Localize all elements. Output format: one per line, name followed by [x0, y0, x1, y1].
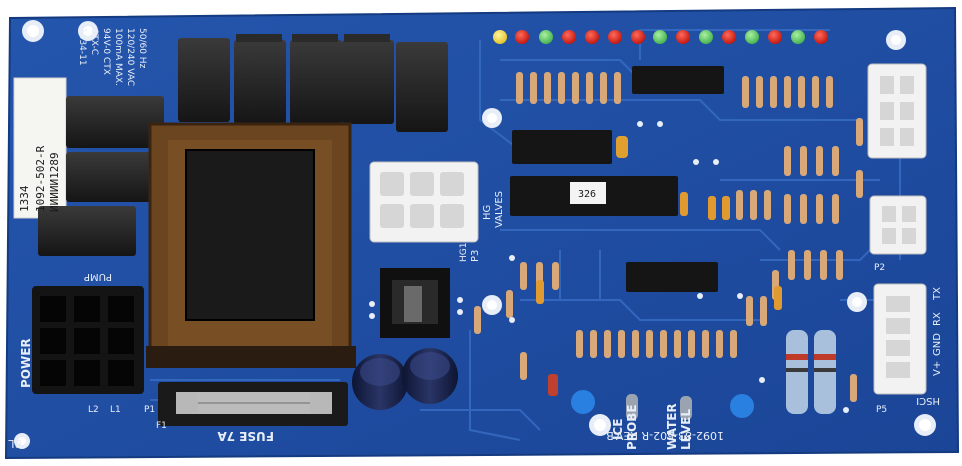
solder-pads — [369, 121, 849, 413]
power-resistors — [786, 330, 836, 414]
electrolytic-capacitors — [352, 348, 458, 410]
resistors-upper-right — [742, 76, 833, 108]
hg1-label: HG1 — [459, 243, 469, 262]
relay-column-left — [38, 96, 164, 256]
p2-label: P2 — [874, 263, 885, 273]
resistors-right-column — [784, 118, 863, 224]
silkscreen-labels: FUSE 7A POWER PUMP HG VALVES P3 HG1 HSCI… — [7, 191, 943, 450]
f1-label: F1 — [156, 421, 167, 431]
rx-label: RX — [932, 312, 943, 326]
sticker-text: 1334 1092-502-R ИИИИИ1289 — [18, 145, 61, 212]
mounting-holes — [14, 20, 936, 449]
svg-text:120/240 VAC: 120/240 VAC — [125, 28, 135, 86]
pump-label: PUMP — [84, 271, 112, 282]
ice-label: ICE — [611, 419, 625, 440]
svg-text:1092-502-R: 1092-502-R — [34, 145, 47, 212]
svg-text:100mA MAX.: 100mA MAX. — [113, 28, 123, 86]
hsci-label: HSCI — [916, 395, 940, 406]
probe-label: PROBE — [625, 404, 639, 450]
triac-heatsink — [380, 268, 450, 338]
integrated-circuits — [510, 66, 724, 292]
transformer-print: 50/60 Hz 120/240 VAC 100mA MAX. 94V-0 CT… — [77, 28, 147, 86]
right-connectors — [867, 63, 927, 395]
small-capacitors — [548, 374, 754, 420]
resistors-upper-left — [516, 72, 621, 104]
water-label: WATER — [665, 403, 679, 450]
power-label: POWER — [19, 338, 33, 388]
svg-text:1334: 1334 — [18, 185, 31, 212]
p5-label: P5 — [876, 405, 887, 415]
bl-label: BL — [7, 437, 22, 450]
rev-label: 1092-83-502-R REV.B — [606, 429, 724, 442]
transformer — [146, 122, 356, 368]
p1-label: P1 — [144, 405, 155, 415]
svg-text:94V-0 CTX: 94V-0 CTX — [101, 28, 111, 75]
level-label: LEVEL — [679, 409, 693, 450]
l2-label: L2 — [88, 405, 99, 415]
svg-text:CTX-C: CTX-C — [89, 28, 99, 55]
chip-sticker-text: 326 — [578, 189, 596, 200]
resistors-bottom-row — [520, 330, 857, 402]
gnd-label: GND — [932, 333, 943, 356]
valves-label: VALVES — [494, 191, 505, 228]
tx-label: TX — [932, 287, 943, 301]
svg-text:ИИИИИ1289: ИИИИИ1289 — [48, 152, 61, 212]
svg-text:50/60 Hz: 50/60 Hz — [137, 28, 147, 69]
power-connector — [32, 286, 144, 394]
vplus-label: V+ — [932, 361, 943, 376]
svg-text:1334-11: 1334-11 — [77, 28, 87, 66]
fuse-label: FUSE 7A — [217, 429, 274, 443]
hg-label: HG — [482, 205, 493, 220]
p3-label: P3 — [470, 250, 481, 262]
relay-row-top — [178, 34, 448, 132]
fuse-holder — [158, 382, 348, 426]
led-row — [493, 30, 828, 44]
label-sticker — [13, 77, 67, 219]
hg-valves-connector — [369, 161, 479, 243]
resistors-mid — [474, 190, 843, 334]
l1-label: L1 — [110, 405, 121, 415]
film-capacitors-orange — [536, 192, 782, 310]
